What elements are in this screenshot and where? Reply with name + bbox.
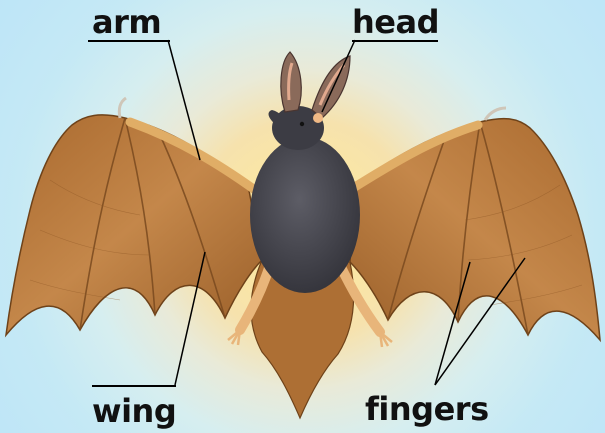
label-arm: arm [92, 6, 161, 38]
wing-underline [92, 385, 176, 387]
bat-body [250, 137, 360, 293]
left-wing [6, 115, 262, 335]
bat-eye [300, 122, 304, 126]
left-ear [281, 52, 301, 112]
left-thumb [119, 98, 126, 118]
label-wing: wing [92, 395, 176, 427]
label-head: head [352, 6, 439, 38]
arm-underline [88, 40, 170, 42]
head-underline [352, 40, 438, 42]
label-fingers: fingers [365, 393, 489, 425]
ear-patch [313, 113, 323, 123]
